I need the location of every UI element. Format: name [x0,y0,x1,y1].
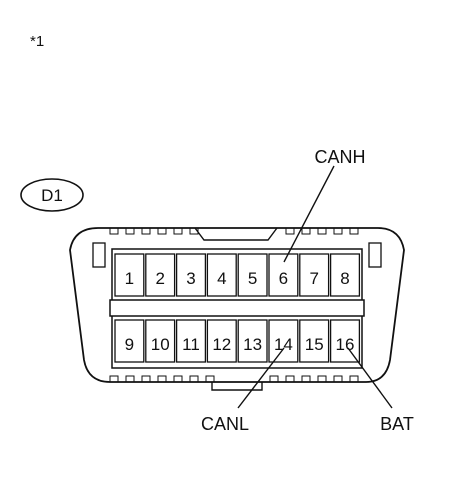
pin-row-divider [109,299,365,317]
canl-leader-line [237,347,285,409]
pin-cell [299,319,330,363]
edge-ridge [173,375,183,383]
pin-cell [268,319,299,363]
edge-ridge [205,375,215,383]
pin-number: 7 [309,269,318,288]
left-guide-slot [92,242,106,268]
pin-number: 6 [279,269,288,288]
pin-cell [268,253,299,297]
pin-number: 1 [125,269,134,288]
edge-ridge [125,375,135,383]
pin-cell [329,319,361,363]
edge-ridge [333,375,343,383]
edge-ridge [157,375,167,383]
edge-ridge [285,375,295,383]
pin-number: 5 [248,269,257,288]
pin-cell [237,319,268,363]
canl-label: CANL [201,414,249,434]
connector-id-badge [20,178,84,212]
pin-number: 3 [186,269,195,288]
pin-cell [237,253,268,297]
edge-ridge [301,375,311,383]
edge-ridge [141,375,151,383]
edge-ridge [125,227,135,235]
edge-ridge [173,227,183,235]
bat-leader-line [347,347,393,409]
pin-number: 13 [243,335,262,354]
pin-number: 11 [182,335,200,354]
pin-number: 2 [155,269,164,288]
edge-ridge [317,227,327,235]
edge-ridge [301,227,311,235]
edge-ridge [349,375,359,383]
bat-label: BAT [380,414,414,434]
edge-ridge [157,227,167,235]
edge-ridge [109,227,119,235]
pin-number: 16 [336,335,355,354]
pin-cell [329,253,361,297]
bottom-ridges [109,375,359,383]
connector-id-label: D1 [41,186,63,205]
pin-number: 9 [125,335,134,354]
pin-row-bottom: 9 10 11 12 13 14 15 16 [114,319,361,363]
pin-number: 12 [212,335,231,354]
edge-ridge [285,227,295,235]
edge-ridge [189,227,199,235]
pin-cell [206,253,237,297]
pin-number: 15 [305,335,324,354]
note-label: *1 [30,33,44,50]
edge-ridge [317,375,327,383]
canh-label: CANH [314,147,365,167]
edge-ridge [269,375,279,383]
pin-cell [175,253,207,297]
top-key-notch [194,227,278,241]
pin-cell [299,253,330,297]
pin-number: 10 [151,335,170,354]
pin-cell [114,253,145,297]
pin-cell [145,253,176,297]
top-ridges [109,227,359,235]
edge-ridge [109,375,119,383]
right-guide-slot [368,242,382,268]
pin-number: 8 [340,269,349,288]
pin-cell [145,319,176,363]
canh-leader-line [283,165,335,263]
edge-ridge [349,227,359,235]
edge-ridge [141,227,151,235]
pin-number: 4 [217,269,226,288]
connector-body-outline [69,227,405,383]
pin-number: 14 [274,335,293,354]
edge-ridge [189,375,199,383]
pin-cell [114,319,145,363]
pin-cell [206,319,237,363]
edge-ridge [333,227,343,235]
pin-cell [175,319,207,363]
bottom-key-notch [211,382,263,391]
pin-row-top: 1 2 3 4 5 6 7 8 [114,253,361,297]
